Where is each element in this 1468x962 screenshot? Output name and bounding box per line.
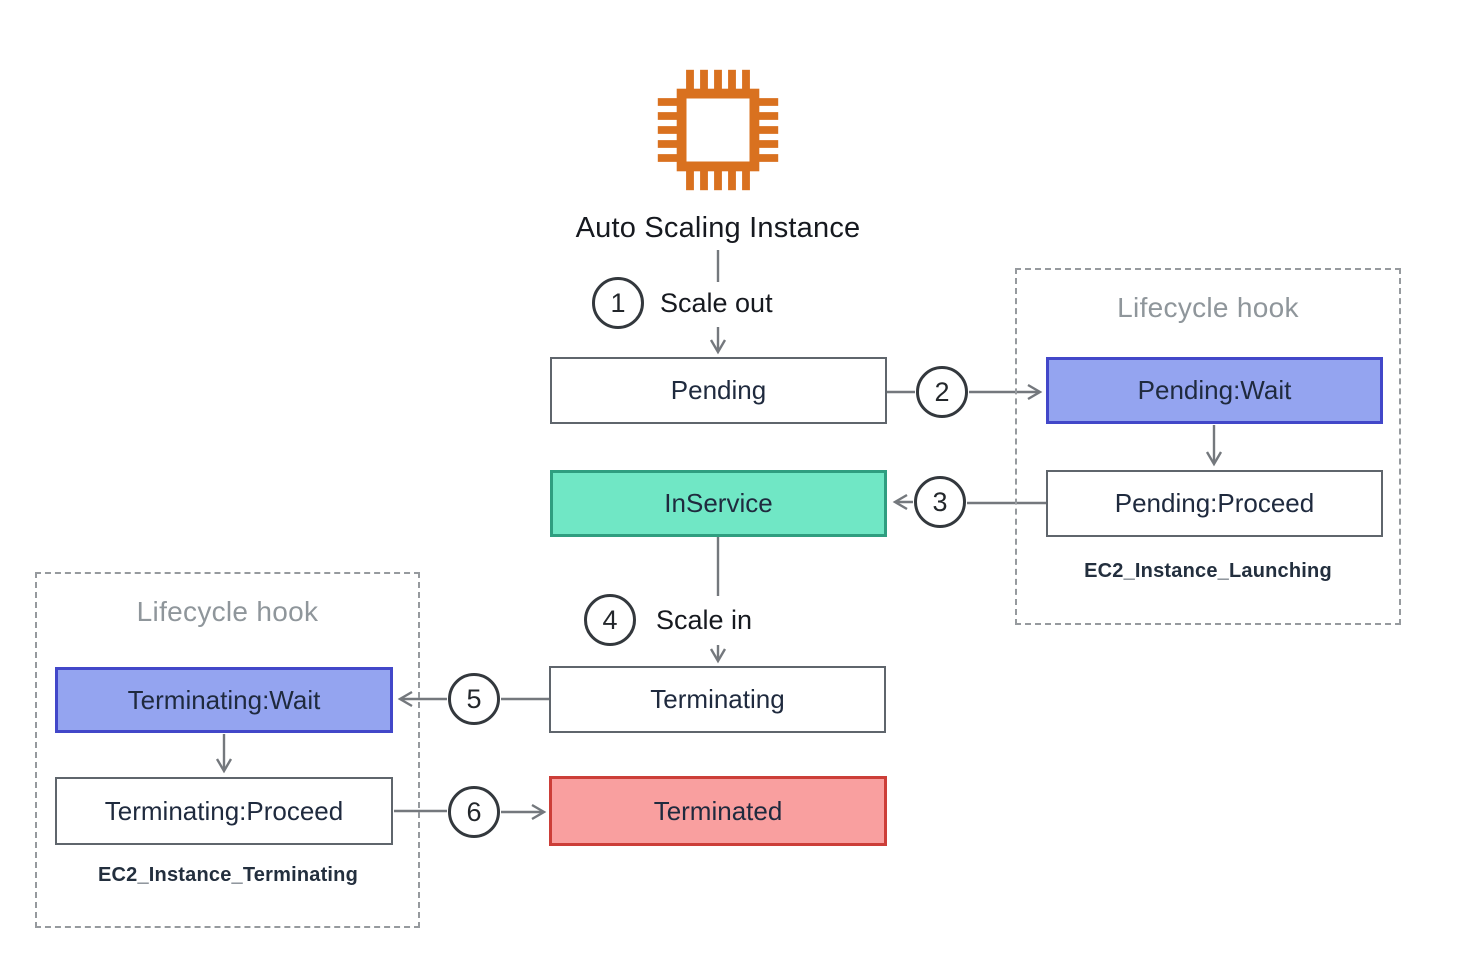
instance-label: Auto Scaling Instance [575, 212, 861, 244]
state-in-service: InService [550, 470, 887, 537]
state-terminating-wait: Terminating:Wait [55, 667, 393, 733]
hook-event-terminating: EC2_Instance_Terminating [97, 864, 359, 886]
lifecycle-hook-launching-title: Lifecycle hook [1117, 292, 1299, 323]
step-1-label: Scale out [660, 288, 773, 318]
lifecycle-hook-terminating-title: Lifecycle hook [136, 596, 319, 627]
state-terminating: Terminating [549, 666, 886, 733]
lifecycle-hook-launching-container: Lifecycle hook [1015, 268, 1401, 625]
state-terminating-proceed: Terminating:Proceed [55, 777, 393, 845]
lifecycle-hook-terminating-container: Lifecycle hook [35, 572, 420, 928]
step-4-label: Scale in [656, 605, 753, 635]
step-5-badge: 5 [448, 673, 500, 725]
step-6-badge: 6 [448, 786, 500, 838]
step-2-badge: 2 [916, 366, 968, 418]
step-1-badge: 1 [592, 277, 644, 329]
state-pending-proceed: Pending:Proceed [1046, 470, 1383, 537]
state-pending-wait: Pending:Wait [1046, 357, 1383, 424]
state-pending: Pending [550, 357, 887, 424]
step-4-badge: 4 [584, 594, 636, 646]
auto-scaling-instance-icon [648, 60, 788, 200]
state-terminated: Terminated [549, 776, 887, 846]
hook-event-launching: EC2_Instance_Launching [1084, 560, 1332, 582]
step-3-badge: 3 [914, 476, 966, 528]
